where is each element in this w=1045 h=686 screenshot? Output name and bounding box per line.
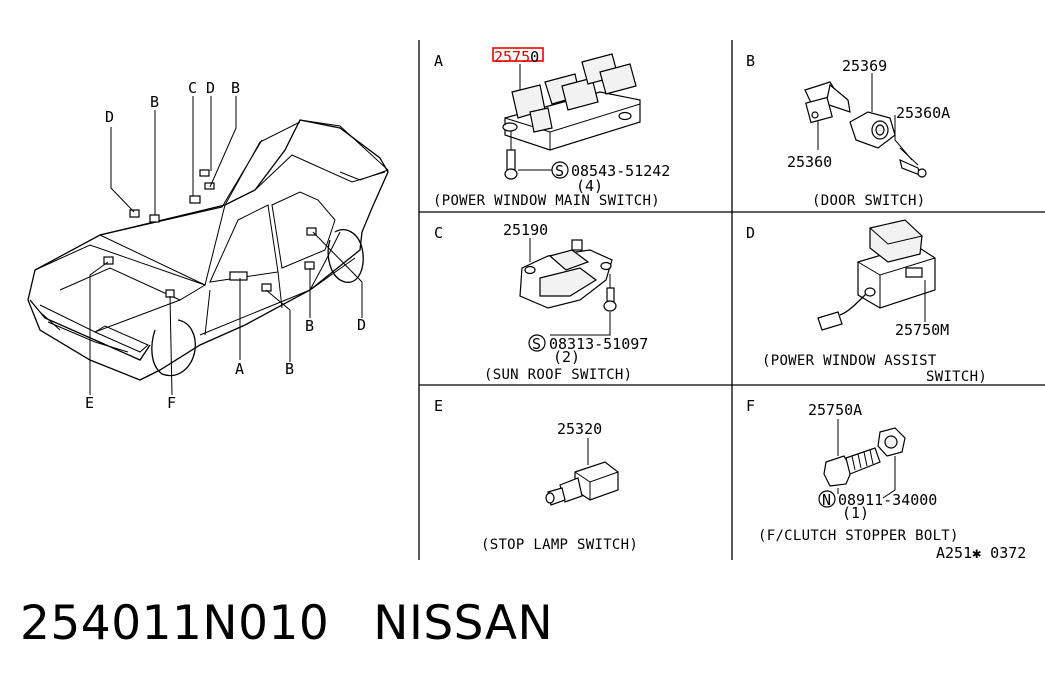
panel-f-part-25750a: 25750A [808,401,862,419]
panel-f-caption: (F/CLUTCH STOPPER BOLT) [758,528,959,544]
panel-e-stop-lamp-switch: E 25320 (STOP LAMP SWITCH) [434,397,638,553]
panel-d-caption-line2: SWITCH) [926,369,987,385]
part-number-rest: 0 [530,48,539,66]
panel-b-part-25360: 25360 [787,153,832,171]
callout-d-top: D [206,79,215,97]
panel-d-caption-line1: (POWER WINDOW ASSIST [762,353,937,369]
part-number-highlight[interactable] [492,47,544,62]
panel-d-power-window-assist-switch: D 25750M (POWER WINDOW ASSIST SWITCH) [746,219,987,385]
callout-e: E [85,394,94,412]
callout-f: F [167,394,176,412]
callout-b-bottom: B [285,360,294,378]
panel-grid [418,40,1045,560]
footer: 254011N010 NISSAN [20,596,597,651]
panel-c-screw-prefix: S [532,335,541,353]
panel-c-qty: (2) [553,348,580,366]
panel-a-screw-code: 08543-51242 [571,162,670,180]
panel-b-part-25360a: 25360A [896,104,950,122]
panel-a-qty: (4) [576,177,603,195]
panel-e-caption: (STOP LAMP SWITCH) [481,537,638,553]
car-overview: B C D B D B D A B E F [27,79,389,412]
panel-a-power-window-main-switch: A 25750 S 08543-51242 (4) (POWER WINDOW … [433,47,670,209]
panel-f-nut-prefix: N [822,491,831,509]
panel-f-qty: (1) [842,504,869,522]
panel-f-clutch-stopper-bolt: F 25750A N 08911-34000 (1) (F/CLUTCH STO… [746,397,1026,562]
callout-b-top: B [231,79,240,97]
drawing-code: A251✱ 0372 [936,544,1026,562]
panel-b-letter: B [746,52,755,70]
panel-c-letter: C [434,224,443,242]
panel-d-part-25750m: 25750M [895,321,949,339]
panel-a-caption: (POWER WINDOW MAIN SWITCH) [433,193,660,209]
callout-b-top-left: B [150,93,159,111]
panel-e-part-25320: 25320 [557,420,602,438]
callout-a: A [235,360,244,378]
panel-a-screw-prefix: S [555,162,564,180]
panel-f-nut-code: 08911-34000 [838,491,937,509]
panel-e-letter: E [434,397,443,415]
callout-d-right: D [357,316,366,334]
part-number-highlighted: 2575 [494,48,530,66]
panel-b-door-switch: B 25369 25360A 25360 (DOOR SWITCH) [746,52,950,209]
callout-b-right: B [305,317,314,335]
panel-c-part-25190: 25190 [503,221,548,239]
footer-brand: NISSAN [373,596,554,651]
panel-c-screw-code: 08313-51097 [549,335,648,353]
panel-b-part-25369: 25369 [842,57,887,75]
panel-f-letter: F [746,397,755,415]
callout-d-left: D [105,108,114,126]
panel-b-caption: (DOOR SWITCH) [812,193,925,209]
panel-c-sun-roof-switch: C 25190 S 08313-51097 (2) (SUN ROOF SWIT… [434,221,648,383]
callout-c: C [188,79,197,97]
svg-text:25750: 25750 [494,48,539,66]
panel-a-letter: A [434,52,443,70]
panel-d-letter: D [746,224,755,242]
panel-c-caption: (SUN ROOF SWITCH) [484,367,632,383]
footer-part-number: 254011N010 [20,596,330,651]
